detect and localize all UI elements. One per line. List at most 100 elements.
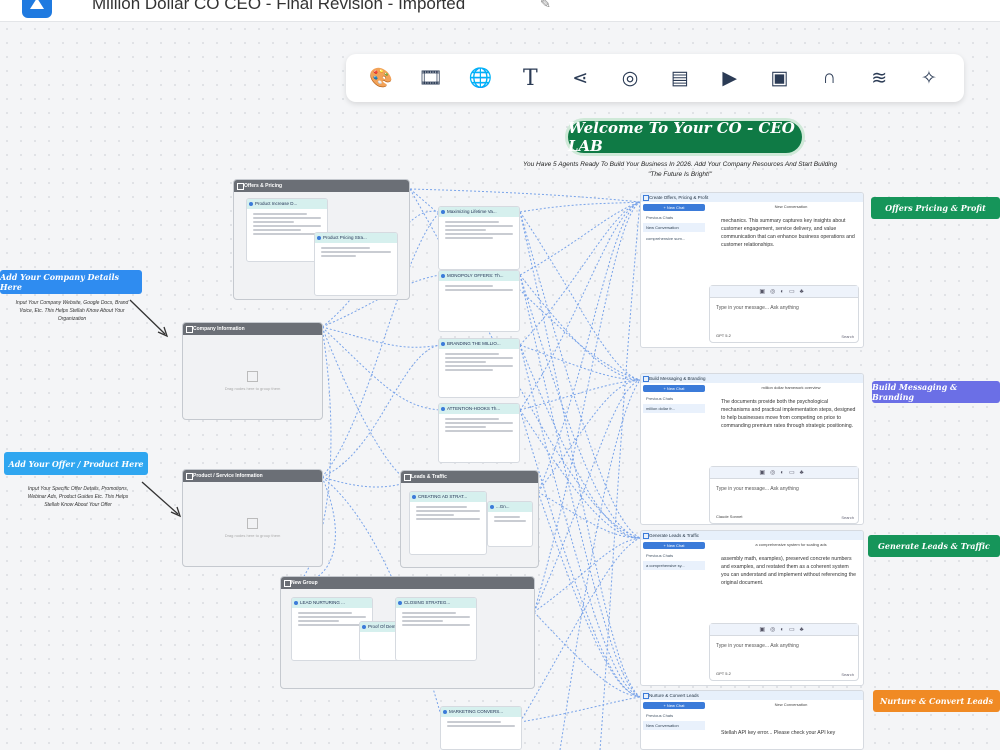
offer-product-label[interactable]: Add Your Offer / Product Here	[4, 452, 148, 475]
previous-chats-label: Previous Chats	[646, 215, 674, 220]
doc-creating-ad[interactable]: CREATING AD STRAT...	[409, 491, 487, 555]
search-toggle[interactable]: Search	[841, 672, 854, 677]
chat-tools-bar[interactable]: ▣◎◐▭♣	[710, 467, 858, 479]
chat-sparkle-icon[interactable]: ✧	[921, 67, 937, 89]
group-header: Company Information	[183, 323, 322, 335]
group-leads-traffic[interactable]: Leads & Traffic CREATING AD STRAT... ...…	[400, 470, 539, 568]
chat-header: Nurture & Convert Leads	[641, 691, 863, 700]
doc-branding[interactable]: BRANDING THE MILLIO...	[438, 338, 520, 398]
doc-tag: CREATING AD STRAT...	[410, 492, 486, 502]
doc-preview	[247, 209, 327, 241]
film-icon[interactable]: 🎞	[418, 68, 443, 89]
subtitle-line-2: "The Future Is Bright!"	[648, 171, 712, 178]
cursor-click-icon[interactable]: ◎	[621, 67, 639, 89]
doc-monopoly[interactable]: MONOPOLY OFFERS: Th...	[438, 270, 520, 332]
chat-tools-bar[interactable]: ▣◎◐▭♣	[710, 624, 858, 636]
group-header: Product / Service Information	[183, 470, 322, 482]
chat-input-box[interactable]: ▣◎◐▭♣ Type in your message... Ask anythi…	[709, 623, 859, 681]
leads-traffic-label[interactable]: Generate Leads & Traffic	[868, 535, 1000, 557]
chat-history-item[interactable]: million dollar fr...	[643, 404, 705, 413]
company-details-label[interactable]: Add Your Company Details Here	[0, 270, 142, 294]
chat-message: The documents provide both the psycholog…	[721, 399, 856, 429]
search-toggle[interactable]: Search	[841, 515, 854, 520]
doc-tag: LEAD NURTURING ...	[292, 598, 372, 608]
play-icon[interactable]: ▶	[722, 67, 738, 89]
group-empty-text: Drag nodes here to group them	[183, 371, 322, 391]
subtitle-line-1: You Have 5 Agents Ready To Build Your Bu…	[523, 161, 837, 168]
doc-preview	[439, 217, 519, 245]
conversation-title: million dollar framework overview	[761, 385, 821, 390]
image-icon[interactable]: ▣	[770, 67, 789, 89]
new-chat-button[interactable]: + New Chat	[643, 204, 705, 211]
palette-icon[interactable]: 🎨	[369, 68, 393, 89]
flow-canvas[interactable]: 🎨 🎞 🌐 T ⋖ ◎ ▤ ▶ ▣ ∩ ≋ ✧ Welcome To Your …	[0, 22, 1000, 750]
previous-chats-label: Previous Chats	[646, 396, 674, 401]
doc-maximizing[interactable]: Maximizing Lifetime Va...	[438, 206, 520, 270]
canvas-title: Welcome To Your CO - CEO LAB	[565, 118, 805, 156]
nurture-convert-label[interactable]: Nurture & Convert Leads	[873, 690, 1000, 712]
search-toggle[interactable]: Search	[841, 334, 854, 339]
model-selector[interactable]: GPT 5.2	[716, 671, 731, 676]
chat-history-item[interactable]: New Conversation	[643, 721, 705, 730]
group-offers-pricing[interactable]: Offers & Pricing Product Increase D... P…	[233, 179, 410, 300]
conversation-title: New Conversation	[774, 204, 808, 209]
chat-input-box[interactable]: ▣◎◐▭♣ Type in your message... Ask anythi…	[709, 466, 859, 524]
chat-message: mechanics. This summary captures key ins…	[721, 218, 855, 248]
chat-input-placeholder[interactable]: Type in your message... Ask anything	[716, 305, 799, 311]
chat-sidebar: + New Chat Previous Chats New Conversati…	[643, 702, 705, 747]
canvas-subtitle: You Have 5 Agents Ready To Build Your Bu…	[500, 160, 860, 180]
offers-pricing-label[interactable]: Offers Pricing & Profit	[871, 197, 1000, 219]
doc-attention[interactable]: ATTENTION-HOOKS Th...	[438, 403, 520, 463]
chat-history-item[interactable]: comprehensive sum...	[646, 236, 686, 241]
company-details-note: Input Your Company Website, Google Docs,…	[15, 300, 129, 322]
layers-icon[interactable]: ≋	[871, 67, 888, 89]
doc-tag: Proof Of Dem...	[360, 622, 404, 632]
doc-lead-gen[interactable]: ...Gn...	[487, 501, 533, 547]
doc-preview	[439, 414, 519, 438]
chat-input-placeholder[interactable]: Type in your message... Ask anything	[716, 486, 799, 492]
chat-input-box[interactable]: ▣◎◐▭♣ Type in your message... Ask anythi…	[709, 285, 859, 343]
group-product-service[interactable]: Product / Service Information Drag nodes…	[182, 469, 323, 567]
group-new-group[interactable]: New Group LEAD NURTURING ... Proof Of De…	[280, 576, 535, 689]
chat-agent-leads[interactable]: Generate Leads & Traffic + New Chat Prev…	[640, 530, 864, 686]
chat-sidebar: + New Chat Previous Chats New Conversati…	[643, 204, 705, 345]
conversation-title: a comprehensive system for scaling ads	[755, 542, 827, 547]
document-icon[interactable]: ▤	[670, 67, 689, 89]
chat-history-item[interactable]: a comprehensive sy...	[643, 561, 705, 570]
chat-agent-nurture[interactable]: Nurture & Convert Leads + New Chat Previ…	[640, 690, 864, 750]
document-title[interactable]: Million Dollar CO CEO - Final Revision -…	[92, 0, 466, 13]
chat-agent-offers[interactable]: Create Offers, Pricing & Profit + New Ch…	[640, 192, 864, 348]
doc-tag: CLOSING STRATEG...	[396, 598, 476, 608]
model-selector[interactable]: Claude Sonnet	[716, 514, 743, 519]
messaging-branding-label[interactable]: Build Messaging & Branding	[872, 381, 1000, 403]
chat-agent-messaging[interactable]: Build Messaging & Branding + New Chat Pr…	[640, 373, 864, 525]
share-icon[interactable]: ⋖	[572, 67, 589, 89]
doc-marketing[interactable]: MARKETING CONVERS...	[440, 706, 522, 750]
app-logo-icon[interactable]	[22, 0, 52, 18]
chat-header: Create Offers, Pricing & Profit	[641, 193, 863, 202]
previous-chats-label: Previous Chats	[646, 713, 674, 718]
chat-sidebar: + New Chat Previous Chats a comprehensiv…	[643, 542, 705, 683]
previous-chats-label: Previous Chats	[646, 553, 674, 558]
chat-tools-bar[interactable]: ▣◎◐▭♣	[710, 286, 858, 298]
model-selector[interactable]: GPT 5.2	[716, 333, 731, 338]
new-chat-button[interactable]: + New Chat	[643, 542, 705, 549]
group-company-info[interactable]: Company Information Drag nodes here to g…	[182, 322, 323, 420]
pencil-edit-icon[interactable]: ✎	[540, 0, 551, 11]
doc-closing[interactable]: CLOSING STRATEG...	[395, 597, 477, 661]
new-chat-button[interactable]: + New Chat	[643, 385, 705, 392]
node-toolbar: 🎨 🎞 🌐 T ⋖ ◎ ▤ ▶ ▣ ∩ ≋ ✧	[346, 54, 964, 102]
chat-header: Build Messaging & Branding	[641, 374, 863, 383]
doc-tag: MONOPOLY OFFERS: Th...	[439, 271, 519, 281]
chat-input-placeholder[interactable]: Type in your message... Ask anything	[716, 643, 799, 649]
doc-preview	[441, 717, 521, 733]
doc-tag: Product Increase D...	[247, 199, 327, 209]
doc-product-pricing[interactable]: Product Pricing Stra...	[314, 232, 398, 296]
text-icon[interactable]: T	[523, 65, 538, 91]
headphones-icon[interactable]: ∩	[822, 67, 837, 88]
globe-icon[interactable]: 🌐	[468, 68, 493, 89]
new-chat-button[interactable]: + New Chat	[643, 702, 705, 709]
chat-history-item[interactable]: New Conversation	[643, 223, 705, 232]
chat-message: Stellah API key error... Please check yo…	[721, 730, 836, 736]
group-header: New Group	[281, 577, 534, 589]
